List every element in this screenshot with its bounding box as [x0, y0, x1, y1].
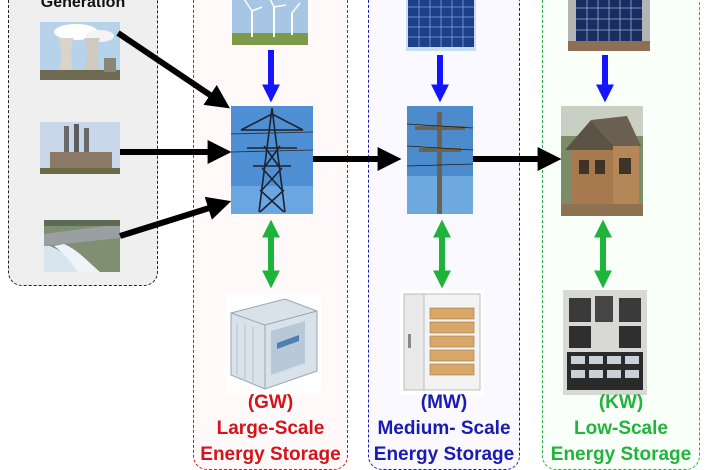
medium-scale-unit: (MW)	[420, 392, 468, 413]
container-battery-icon	[225, 293, 321, 395]
large-scale-caption: (GW) Large-Scale Energy Storage	[193, 390, 348, 468]
coal-plant-icon	[40, 122, 120, 174]
low-scale-label: Energy Storage	[550, 444, 692, 465]
transmission-tower-icon	[231, 106, 313, 214]
hydro-to-grid-arrow	[119, 196, 232, 239]
low-scale-name: Low-Scale	[574, 418, 668, 439]
solar-panel-icon	[406, 0, 476, 51]
rooftop-solar-icon	[568, 0, 650, 51]
low-scale-unit: (KW)	[598, 392, 644, 413]
generation-title: Generation	[40, 0, 126, 11]
low-scale-caption: (KW) Low-Scale Energy Storage	[542, 390, 700, 468]
distribution-pole-icon	[407, 106, 473, 214]
medium-scale-name: Medium- Scale	[377, 418, 511, 439]
medium-scale-label: Energy Storage	[373, 444, 515, 465]
house-icon	[561, 106, 643, 216]
large-scale-label: Energy Storage	[200, 444, 341, 465]
large-scale-name: Large-Scale	[216, 418, 325, 439]
battery-cabinet-icon	[400, 290, 484, 395]
medium-scale-caption: (MW) Medium- Scale Energy Storage	[368, 390, 520, 468]
wind-turbines-icon	[232, 0, 308, 45]
nuclear-to-grid-arrow	[116, 30, 230, 109]
nuclear-plant-icon	[40, 22, 120, 80]
large-scale-unit: (GW)	[247, 392, 294, 413]
hydro-dam-icon	[44, 220, 120, 272]
home-battery-rack-icon	[563, 290, 647, 395]
